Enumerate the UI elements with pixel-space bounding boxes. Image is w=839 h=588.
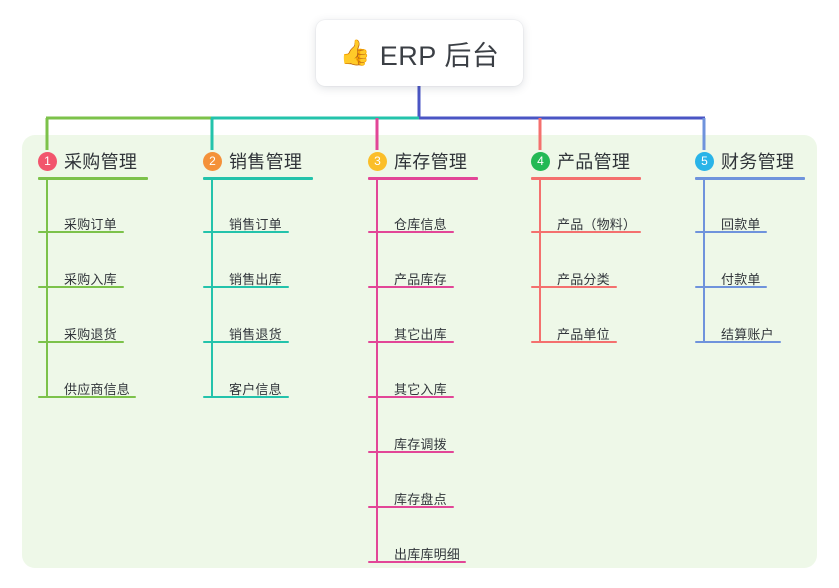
leaf-item-label[interactable]: 产品分类 (557, 272, 610, 287)
leaf-item-label[interactable]: 库存盘点 (394, 492, 447, 507)
leaf-item-label[interactable]: 其它出库 (394, 327, 447, 342)
root-title: ERP 后台 (379, 40, 500, 71)
leaf-item-rule (695, 231, 767, 233)
leaf-item-label[interactable]: 供应商信息 (64, 382, 131, 397)
branch-header-1[interactable]: 1 采购管理 (38, 148, 137, 174)
leaf-item-rule (368, 286, 454, 288)
leaf-item-label[interactable]: 采购退货 (64, 327, 117, 342)
leaf-item-rule (38, 231, 124, 233)
branch-header-3[interactable]: 3 库存管理 (368, 148, 467, 174)
leaf-item-label[interactable]: 仓库信息 (394, 217, 447, 232)
leaf-item-rule (368, 396, 454, 398)
branch-number-badge: 1 (38, 151, 57, 171)
branch-spine (703, 179, 705, 342)
leaf-item-rule (38, 286, 124, 288)
branch-number-badge: 3 (368, 151, 387, 171)
leaf-item-rule (531, 341, 617, 343)
leaf-item-label[interactable]: 库存调拨 (394, 437, 447, 452)
branch-title: 财务管理 (721, 152, 795, 172)
leaf-item-label[interactable]: 出库库明细 (394, 547, 461, 562)
leaf-item-label[interactable]: 采购订单 (64, 217, 117, 232)
branch-number-badge: 5 (695, 151, 714, 171)
branch-spine (46, 179, 48, 397)
branch-header-rule (531, 177, 641, 180)
leaf-item-label[interactable]: 其它入库 (394, 382, 447, 397)
branch-title: 库存管理 (394, 152, 468, 172)
root-node[interactable]: 👍 ERP 后台 (316, 20, 523, 86)
branch-number-badge: 4 (531, 151, 550, 171)
thumbs-up-icon: 👍 (339, 38, 371, 67)
leaf-item-label[interactable]: 付款单 (721, 272, 761, 287)
leaf-item-rule (695, 286, 767, 288)
branch-header-5[interactable]: 5 财务管理 (695, 148, 794, 174)
branch-header-rule (695, 177, 805, 180)
leaf-item-rule (695, 341, 781, 343)
leaf-item-label[interactable]: 销售订单 (229, 217, 282, 232)
diagram-panel-background (22, 135, 817, 568)
leaf-item-rule (368, 341, 454, 343)
leaf-item-rule (38, 396, 136, 398)
leaf-item-label[interactable]: 产品单位 (557, 327, 610, 342)
leaf-item-rule (368, 451, 454, 453)
leaf-item-label[interactable]: 产品库存 (394, 272, 447, 287)
leaf-item-label[interactable]: 客户信息 (229, 382, 282, 397)
branch-header-2[interactable]: 2 销售管理 (203, 148, 302, 174)
branch-header-rule (38, 177, 148, 180)
leaf-item-rule (203, 286, 289, 288)
leaf-item-label[interactable]: 产品（物料） (557, 217, 637, 232)
branch-header-rule (203, 177, 313, 180)
leaf-item-label[interactable]: 回款单 (721, 217, 761, 232)
leaf-item-rule (531, 286, 617, 288)
leaf-item-rule (203, 396, 289, 398)
leaf-item-label[interactable]: 销售出库 (229, 272, 282, 287)
branch-title: 产品管理 (557, 152, 631, 172)
branch-number-badge: 2 (203, 151, 222, 171)
leaf-item-label[interactable]: 销售退货 (229, 327, 282, 342)
branch-spine (376, 179, 378, 562)
leaf-item-rule (368, 506, 454, 508)
leaf-item-rule (368, 231, 454, 233)
leaf-item-rule (203, 231, 289, 233)
leaf-item-rule (38, 341, 124, 343)
leaf-item-rule (531, 231, 641, 233)
leaf-item-rule (203, 341, 289, 343)
branch-header-rule (368, 177, 478, 180)
leaf-item-label[interactable]: 采购入库 (64, 272, 117, 287)
branch-title: 采购管理 (64, 152, 138, 172)
branch-spine (211, 179, 213, 397)
branch-spine (539, 179, 541, 342)
leaf-item-rule (368, 561, 466, 563)
branch-header-4[interactable]: 4 产品管理 (531, 148, 630, 174)
branch-title: 销售管理 (229, 152, 303, 172)
leaf-item-label[interactable]: 结算账户 (721, 327, 774, 342)
